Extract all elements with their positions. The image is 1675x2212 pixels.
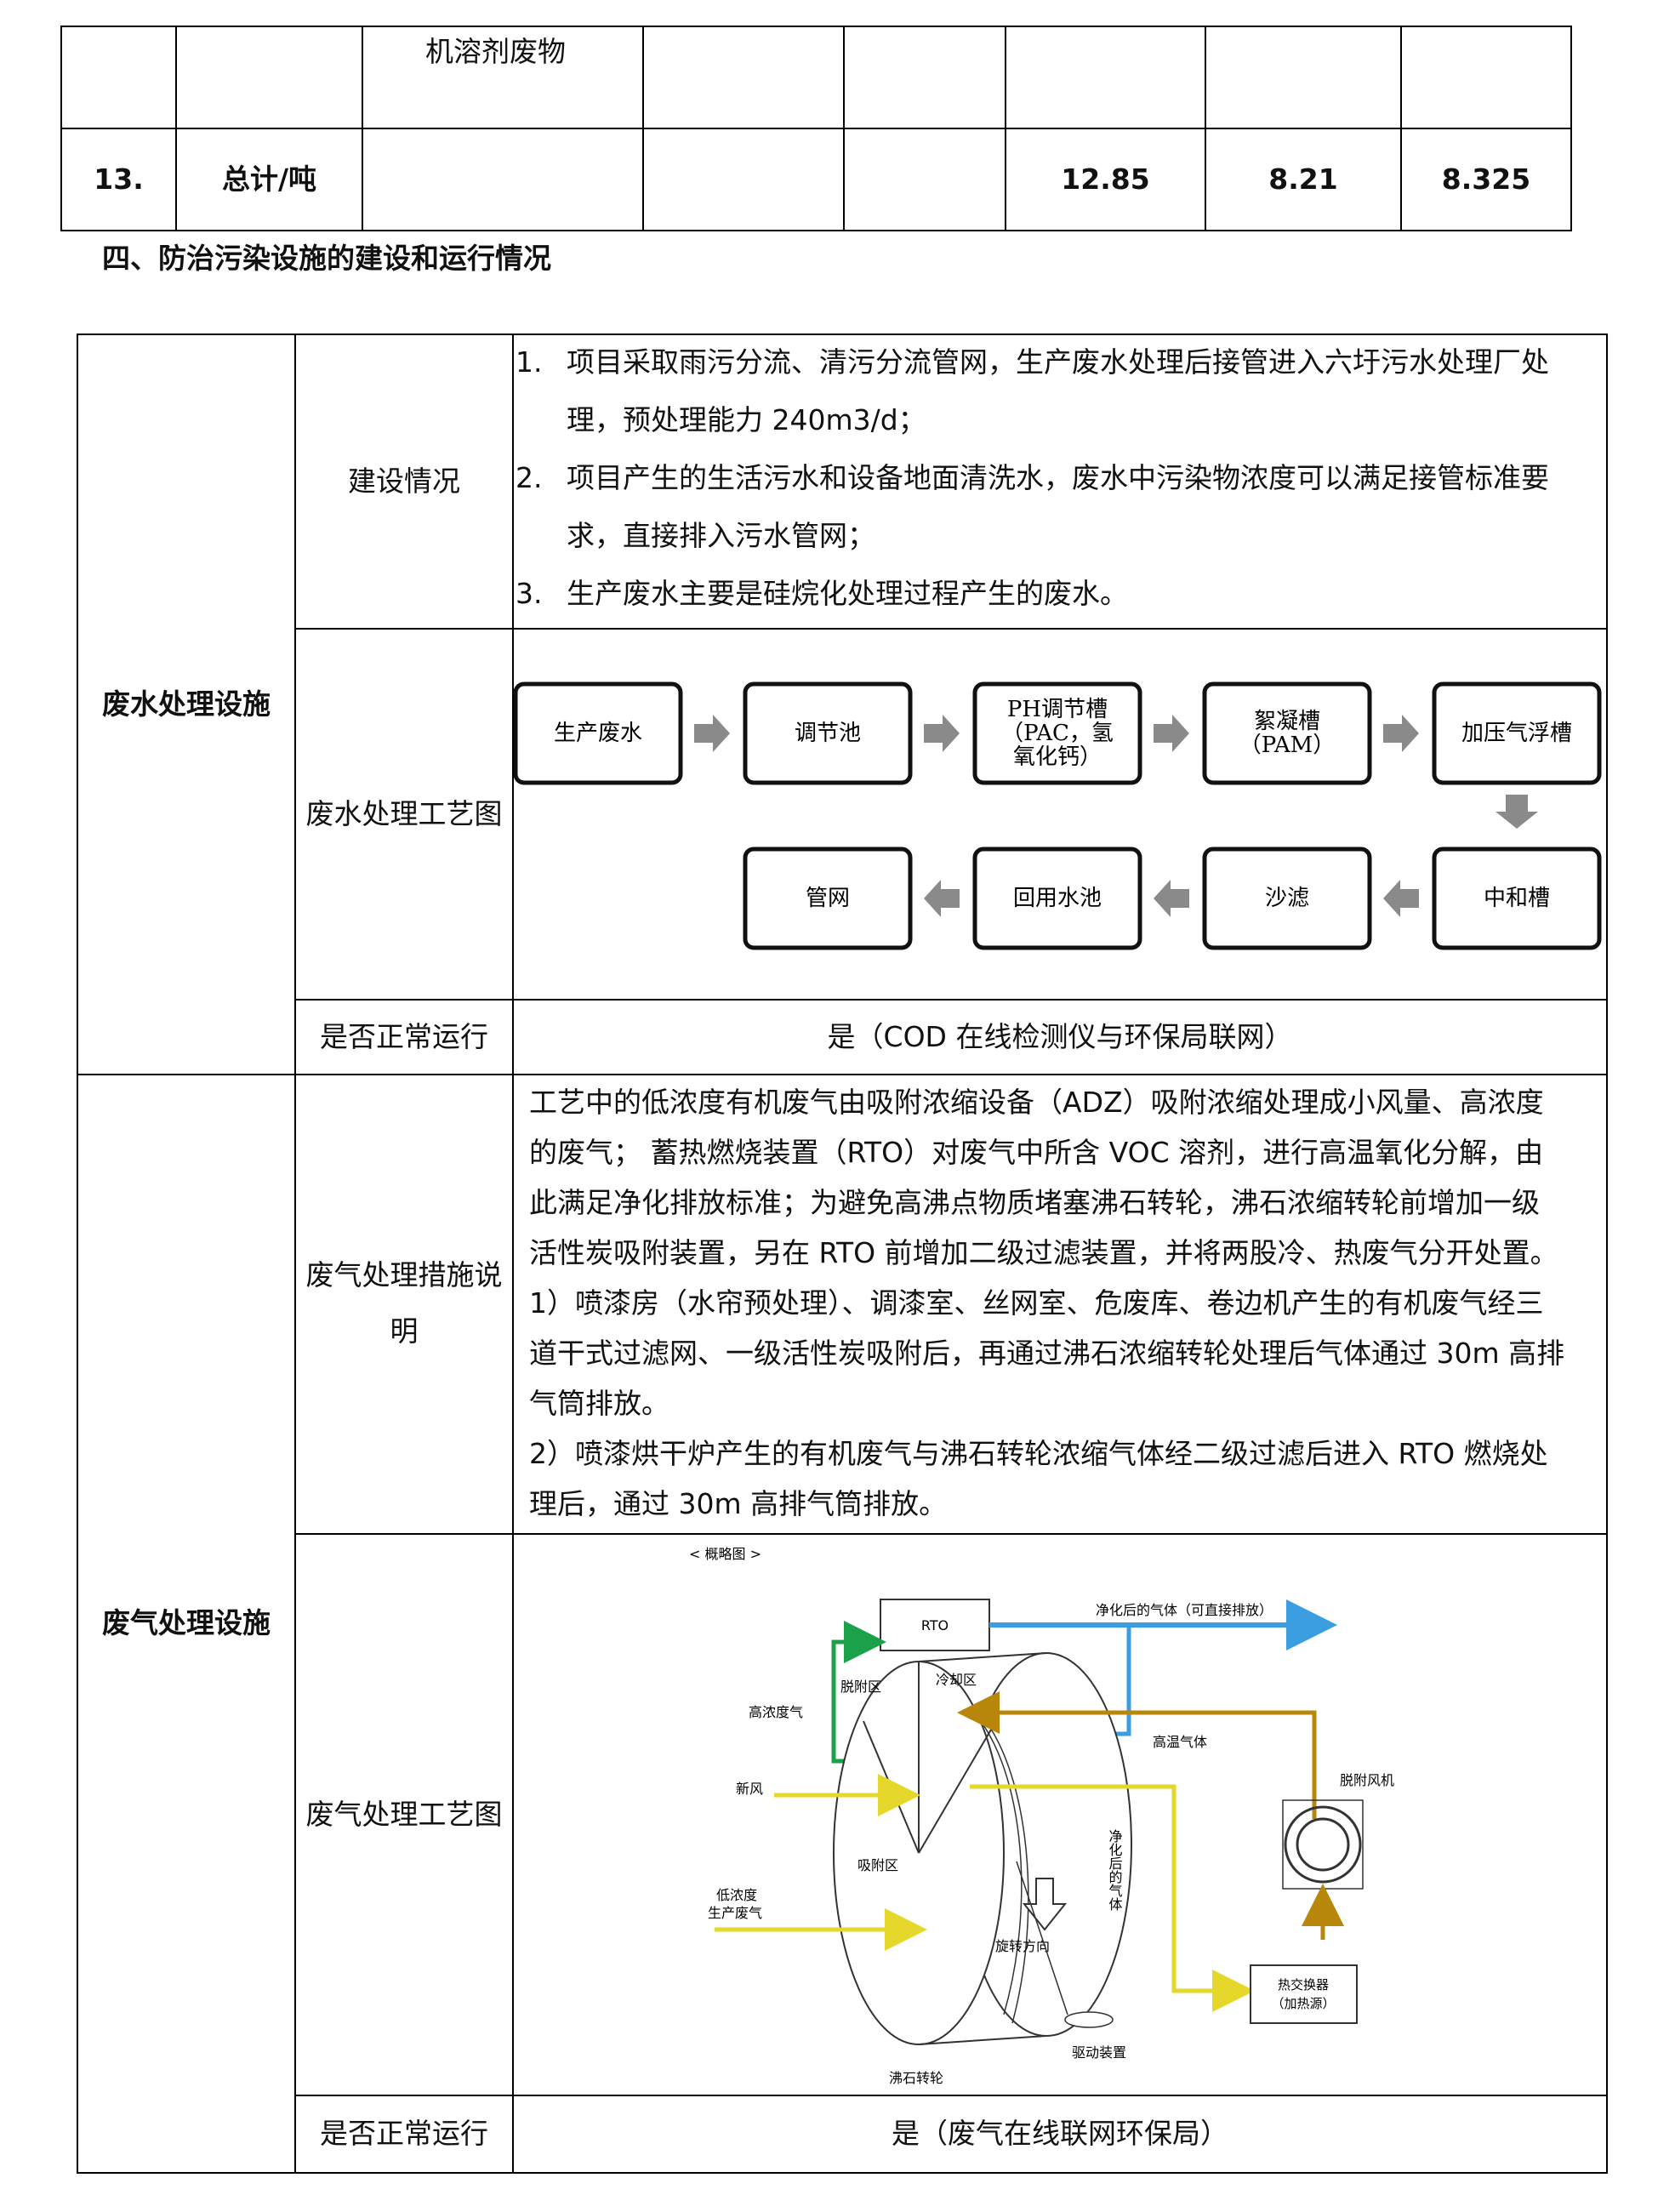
process-step-box: 加压气浮槽 [1432, 681, 1602, 785]
row-index: 13. [94, 162, 144, 196]
heat-exchanger-label-2: （加热源） [1271, 1996, 1335, 2011]
exhaust-run-label: 是否正常运行 [320, 2117, 488, 2151]
high-conc-label: 高浓度气 [749, 1704, 803, 1720]
build-label: 建设情况 [348, 464, 460, 498]
build-item-1-line1: 项目采取雨污分流、清污分流管网，生产废水处理后接管进入六圩污水处理厂处 [567, 345, 1549, 379]
process-step-box: 回用水池 [972, 847, 1142, 950]
rto-box [880, 1599, 990, 1651]
exhaust-desc-line: 道干式过滤网、一级活性炭吸附后，再通过沸石浓缩转轮处理后气体通过 30m 高排 [529, 1337, 1565, 1370]
exhaust-desc-line: 此满足净化排放标准；为避免高沸点物质堵塞沸石转轮，沸石浓缩转轮前增加一级 [529, 1186, 1540, 1219]
exhaust-desc-line: 理后，通过 30m 高排气筒排放。 [529, 1487, 948, 1520]
process-step-box: 中和槽 [1432, 847, 1602, 950]
flow-arrow-right [1383, 715, 1419, 752]
clean-gas-label: 净化后的气体（可直接排放） [1096, 1602, 1273, 1618]
desorb-zone-label: 脱附区 [840, 1679, 881, 1695]
process-step-box: 沙滤 [1202, 847, 1372, 950]
process-step-label: （PAM） [1239, 733, 1336, 758]
process-step-label: （PAC，氢 [1001, 721, 1114, 746]
process-step-label: 氧化钙） [1013, 744, 1102, 770]
exhaust-process-label: 废气处理工艺图 [305, 1797, 503, 1831]
build-item-3-line1: 生产废水主要是硅烷化处理过程产生的废水。 [567, 577, 1128, 610]
waste-item-label: 机溶剂废物 [425, 35, 566, 68]
process-step-label: 管网 [806, 886, 850, 911]
total-value-1: 12.85 [1061, 162, 1150, 196]
wastewater-run-label: 是否正常运行 [320, 1019, 488, 1053]
heat-exchanger-box [1250, 1964, 1358, 2024]
exhaust-category: 废气处理设施 [102, 1606, 271, 1640]
process-step-label: 加压气浮槽 [1461, 721, 1572, 746]
exhaust-desc-label: 废气处理措施说 明 [296, 1247, 512, 1360]
total-value-2: 8.21 [1268, 162, 1338, 196]
process-step-label: 调节池 [795, 721, 861, 746]
process-step-label: 回用水池 [1013, 886, 1102, 911]
process-step-label: 生产废水 [554, 721, 642, 746]
exhaust-desc-line: 气筒排放。 [529, 1387, 669, 1420]
build-item-2-num: 2. [516, 461, 543, 494]
wastewater-process-label: 废水处理工艺图 [305, 796, 503, 830]
build-item-1-line2: 理，预处理能力 240m3/d； [567, 403, 926, 436]
zeolite-label: 沸石转轮 [889, 2070, 943, 2086]
flow-arrow-left [1383, 880, 1419, 917]
exhaust-run-value: 是（废气在线联网环保局） [892, 2117, 1228, 2151]
exhaust-desc-line: 工艺中的低浓度有机废气由吸附浓缩设备（ADZ）吸附浓缩处理成小风量、高浓度 [529, 1086, 1544, 1119]
exhaust-desc-line: 活性炭吸附装置，另在 RTO 前增加二级过滤装置，并将两股冷、热废气分开处置。 [529, 1236, 1558, 1269]
exhaust-desc-label-line2: 明 [390, 1314, 419, 1348]
build-item-2-line1: 项目产生的生活污水和设备地面清洗水，废水中污染物浓度可以满足接管标准要 [567, 461, 1549, 494]
flow-arrow-left [1154, 880, 1189, 917]
cool-zone-label: 冷却区 [936, 1672, 977, 1688]
build-item-1-num: 1. [516, 345, 543, 379]
heat-exchanger-label-1: 热交换器 [1278, 1977, 1329, 1993]
process-step-box: 絮凝槽（PAM） [1202, 681, 1372, 785]
low-conc-label-2: 生产废气 [708, 1905, 762, 1921]
process-step-label: 中和槽 [1484, 886, 1550, 911]
clean-to-hx-arrow [970, 1784, 1255, 2012]
process-step-box: 生产废水 [514, 681, 683, 785]
adsorb-zone-label: 吸附区 [857, 1857, 898, 1873]
process-step-box: 管网 [743, 847, 913, 950]
exhaust-desc-line: 的废气； 蓄热燃烧装置（RTO）对废气中所含 VOC 溶剂，进行高温氧化分解，由 [529, 1136, 1544, 1169]
exhaust-desc-label-line1: 废气处理措施说 [305, 1258, 503, 1291]
low-conc-label-1: 低浓度 [716, 1887, 757, 1903]
clean-vertical-label: 净化后的气体 [1107, 1829, 1123, 1911]
build-item-2-line2: 求，直接排入污水管网； [567, 519, 875, 552]
flow-arrow-down [1496, 795, 1538, 829]
rotation-label: 旋转方向 [995, 1938, 1050, 1954]
flow-arrow-right [694, 715, 730, 752]
wastewater-run-value: 是（COD 在线检测仪与环保局联网） [827, 1019, 1293, 1053]
exhaust-desc-line: 2）喷漆烘干炉产生的有机废气与沸石转轮浓缩气体经二级过滤后进入 RTO 燃烧处 [529, 1437, 1548, 1470]
flow-arrow-left [924, 880, 960, 917]
process-step-label: 沙滤 [1265, 886, 1309, 911]
flow-arrow-right [1154, 715, 1189, 752]
total-label: 总计/吨 [221, 162, 317, 196]
exhaust-process-diagram: < 概略图 > RTO 净化后的气体（可直接排放） 高浓度气 脱附区 冷却区 吸… [689, 1546, 1394, 2086]
wastewater-category: 废水处理设施 [102, 687, 271, 721]
process-step-label: 絮凝槽 [1254, 709, 1320, 734]
desorb-fan [1284, 1805, 1362, 1884]
flow-arrow-right [924, 715, 960, 752]
rto-label: RTO [921, 1617, 949, 1633]
high-temp-label: 高温气体 [1153, 1734, 1207, 1750]
build-item-3-num: 3. [516, 577, 543, 610]
exhaust-desc-line: 1）喷漆房（水帘预处理）、调漆室、丝网室、危废库、卷边机产生的有机废气经三 [529, 1286, 1544, 1320]
diagram-title: < 概略图 > [689, 1546, 761, 1562]
process-step-label: PH调节槽 [1007, 697, 1108, 722]
drive-label: 驱动装置 [1072, 2044, 1126, 2061]
desorb-fan-label: 脱附风机 [1340, 1772, 1394, 1788]
fresh-air-label: 新风 [736, 1781, 763, 1797]
section-heading: 四、防治污染设施的建设和运行情况 [102, 242, 551, 275]
process-step-box: 调节池 [743, 681, 913, 785]
drive-unit [1064, 2011, 1114, 2028]
total-value-3: 8.325 [1441, 162, 1531, 196]
high-temp-arrow [957, 1691, 1317, 1819]
